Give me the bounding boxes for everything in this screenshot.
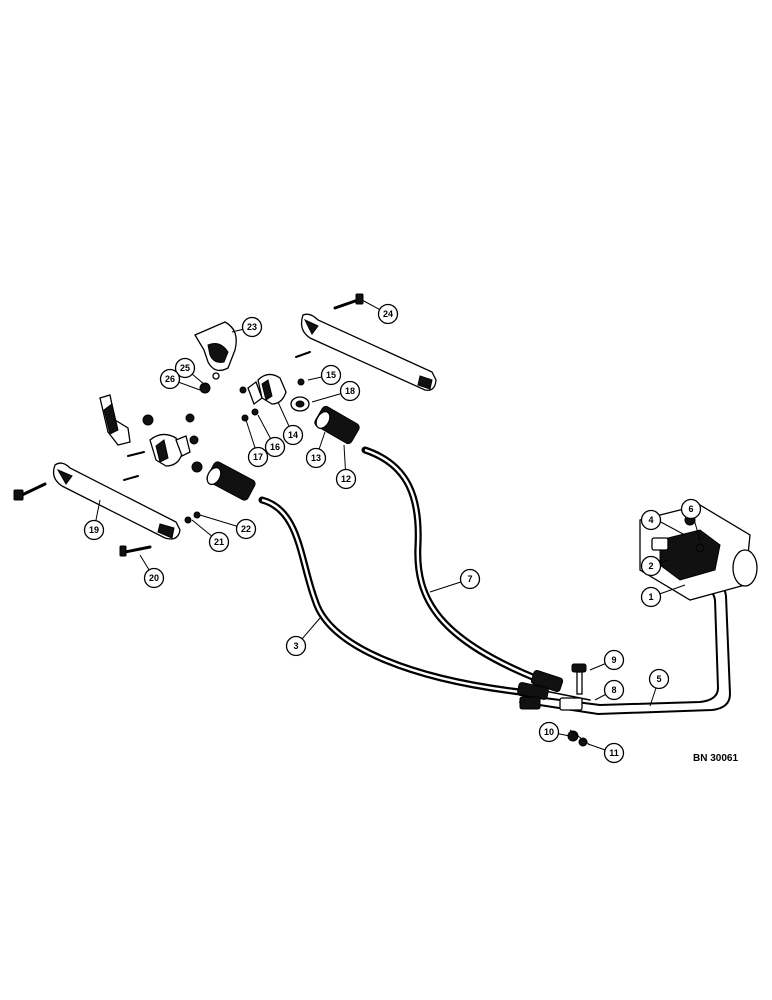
callout-23: 23 (241, 316, 263, 338)
svg-text:2: 2 (648, 561, 653, 571)
clamp-23 (194, 321, 237, 372)
reference-code: BN 30061 (693, 753, 738, 764)
callout-24: 24 (377, 303, 399, 325)
hose-coupling-left (206, 461, 256, 501)
callout-6: 6 (680, 498, 702, 520)
svg-text:9: 9 (611, 655, 616, 665)
callout-8: 8 (603, 679, 625, 701)
svg-text:10: 10 (544, 727, 554, 737)
svg-text:15: 15 (326, 370, 336, 380)
bolt-20 (119, 545, 152, 557)
callout-10: 10 (538, 721, 560, 743)
svg-text:3: 3 (293, 641, 298, 651)
bracket-plate-24 (300, 313, 437, 391)
callout-15: 15 (320, 364, 342, 386)
callout-16: 16 (264, 436, 286, 458)
svg-text:20: 20 (149, 573, 159, 583)
tube-fittings (517, 669, 583, 711)
bracket-plate-19 (52, 462, 181, 540)
svg-text:12: 12 (341, 474, 351, 484)
svg-text:21: 21 (214, 537, 224, 547)
svg-text:24: 24 (383, 309, 393, 319)
control-valve-assembly (639, 504, 758, 601)
svg-text:17: 17 (253, 452, 263, 462)
callout-21: 21 (208, 531, 230, 553)
svg-text:7: 7 (467, 574, 472, 584)
callout-17: 17 (247, 446, 269, 468)
svg-text:23: 23 (247, 322, 257, 332)
hose-3 (258, 496, 524, 696)
callout-19: 19 (83, 519, 105, 541)
svg-text:13: 13 (311, 453, 321, 463)
svg-text:26: 26 (165, 374, 175, 384)
callout-7: 7 (459, 568, 481, 590)
adapter-18 (290, 396, 310, 412)
callout-2: 2 (640, 555, 662, 577)
svg-text:19: 19 (89, 525, 99, 535)
svg-text:25: 25 (180, 363, 190, 373)
callout-3: 3 (285, 635, 307, 657)
callout-4: 4 (640, 509, 662, 531)
svg-text:4: 4 (648, 515, 653, 525)
svg-text:16: 16 (270, 442, 280, 452)
callout-20: 20 (143, 567, 165, 589)
small-hardware (123, 351, 311, 524)
callout-14: 14 (282, 424, 304, 446)
callout-5: 5 (648, 668, 670, 690)
callout-22: 22 (235, 518, 257, 540)
callout-11: 11 (603, 742, 625, 764)
svg-text:18: 18 (345, 386, 355, 396)
callout-9: 9 (603, 649, 625, 671)
clamp-10-11 (567, 729, 591, 747)
svg-text:8: 8 (611, 685, 616, 695)
callout-12: 12 (335, 468, 357, 490)
callout-25: 25 (174, 357, 196, 379)
svg-text:6: 6 (688, 504, 693, 514)
callout-18: 18 (339, 380, 361, 402)
callout-26: 26 (159, 368, 181, 390)
bolt-19 (13, 482, 47, 501)
callouts: 1 2 3 4 5 6 7 8 9 10 11 12 13 14 15 16 1… (83, 303, 702, 764)
svg-text:11: 11 (609, 748, 619, 758)
bolt-9 (571, 663, 587, 695)
hose-coupling-12-13 (314, 405, 360, 445)
svg-text:14: 14 (288, 430, 298, 440)
bolt-24 (333, 293, 364, 310)
svg-text:22: 22 (241, 524, 251, 534)
svg-text:5: 5 (656, 674, 661, 684)
clamp-14 (247, 373, 287, 406)
callout-13: 13 (305, 447, 327, 469)
clamp-lower (149, 433, 191, 467)
bracket-left (99, 394, 131, 446)
callout-1: 1 (640, 586, 662, 608)
hose-7 (361, 446, 544, 684)
svg-text:1: 1 (648, 592, 653, 602)
